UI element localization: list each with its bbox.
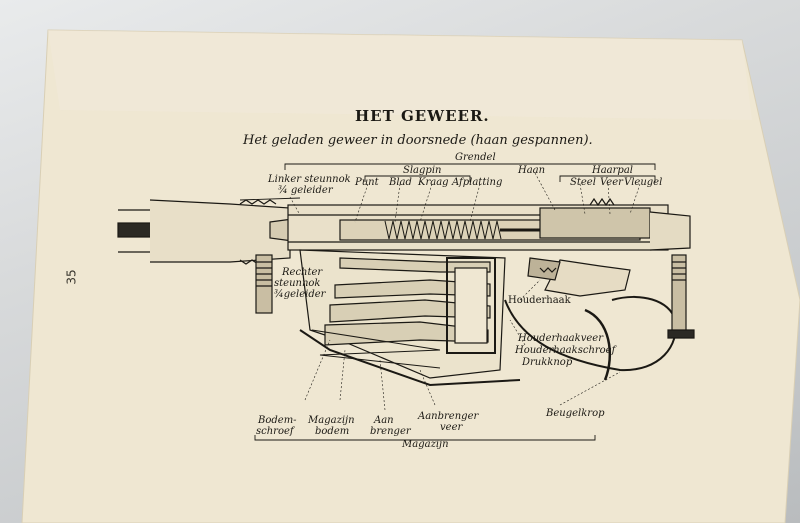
label-haan: Haan — [518, 165, 546, 176]
label-grendel: Grendel — [455, 152, 496, 163]
label-magazijnbodem-1: Magazijn — [308, 415, 355, 426]
label-rechter-geleider: ¾geleider — [274, 289, 326, 300]
label-veer: Veer — [600, 177, 623, 188]
label-steel: Steel — [570, 177, 596, 188]
label-houderhaakveer: Houderhaakveer — [518, 333, 603, 344]
rifle-cross-section-diagram — [117, 163, 695, 441]
label-afplatting: Afplatting — [452, 177, 503, 188]
label-linker-steunnok: Linker steunnok — [268, 174, 351, 185]
label-aanbrenger-1: Aan — [374, 415, 394, 426]
label-aanbrenger-2: brenger — [370, 426, 411, 437]
label-haarpal: Haarpal — [592, 165, 633, 176]
label-houderhaak: Houderhaak — [508, 295, 571, 306]
label-drukknop: Drukknop — [522, 357, 573, 368]
label-bodemschroef-2: schroef — [256, 426, 294, 437]
label-houderhaakschroef: Houderhaakschroef — [515, 345, 616, 356]
label-punt: Punt — [355, 177, 379, 188]
page-number: 35 — [64, 269, 79, 285]
label-aanbrengerveer-1: Aanbrenger — [418, 411, 479, 422]
label-magazijnbodem-2: bodem — [315, 426, 350, 437]
label-beugelkrop: Beugelkrop — [546, 408, 605, 419]
label-magazijn: Magazijn — [402, 439, 449, 450]
label-vleugel: Vleugel — [624, 177, 663, 188]
label-rechter: Rechter — [282, 267, 323, 278]
page-title: HET GEWEER. — [355, 107, 490, 125]
label-bodemschroef-1: Bodem- — [258, 415, 297, 426]
label-slagpin: Slagpin — [403, 165, 442, 176]
label-kraag: Kraag — [418, 177, 449, 188]
label-linker-steunnok-geleider: ¾ geleider — [278, 185, 333, 196]
page-subtitle: Het geladen geweer in doorsnede (haan ge… — [243, 133, 593, 148]
label-rechter-steunnok: steunnok — [274, 278, 321, 289]
label-blad: Blad — [389, 177, 412, 188]
label-aanbrengerveer-2: veer — [440, 422, 463, 433]
